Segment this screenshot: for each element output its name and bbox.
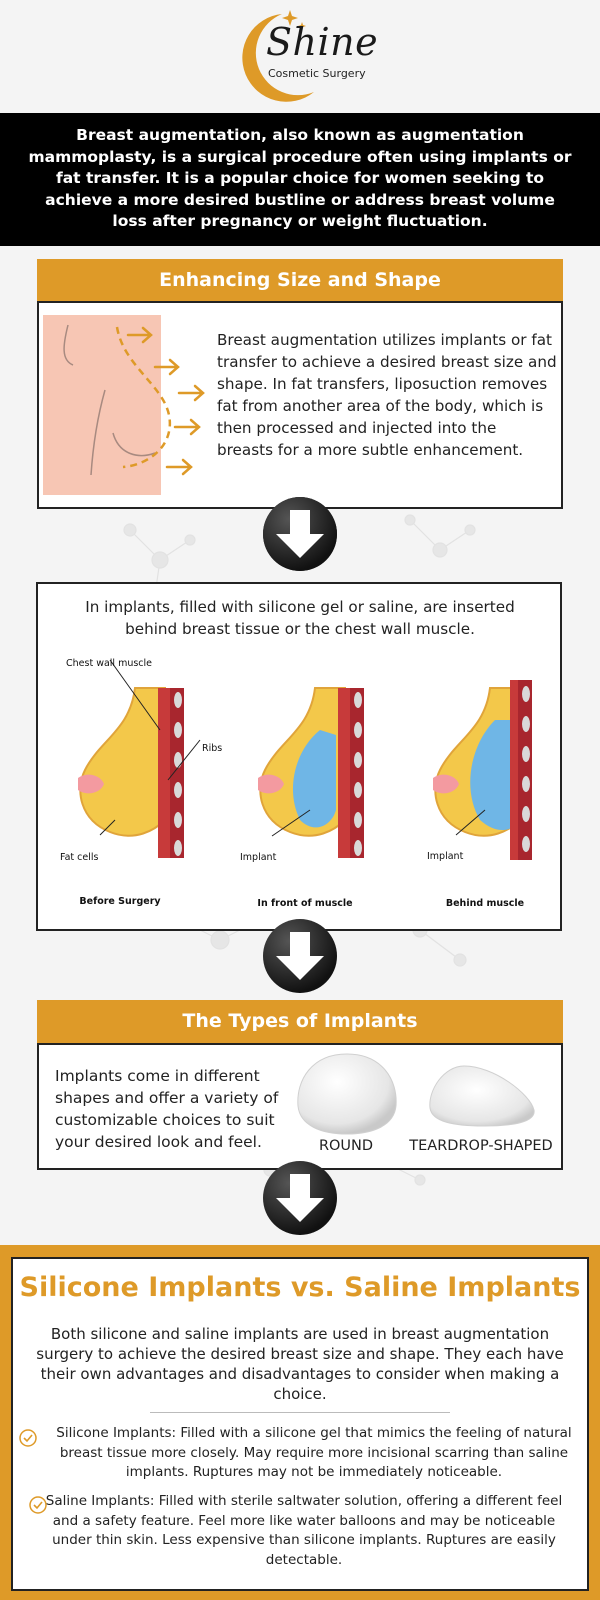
bullet-silicone: Silicone Implants: Filled with a silicon…: [56, 1425, 572, 1480]
label-implant-behind: Implant: [427, 851, 464, 862]
shape-label-teardrop: TEARDROP-SHAPED: [409, 1138, 553, 1154]
comparison-section-box: [11, 1257, 589, 1591]
teardrop-implant-image: [429, 1065, 535, 1127]
section-title-types: The Types of Implants: [37, 1000, 563, 1043]
label-ribs: Ribs: [202, 743, 223, 754]
label-implant-front: Implant: [240, 852, 277, 863]
checkmark-circle-icon: [19, 1429, 37, 1447]
caption-behind-muscle: Behind muscle: [445, 898, 525, 909]
comparison-intro-text: Both silicone and saline implants are us…: [36, 1325, 564, 1403]
caption-before-surgery: Before Surgery: [79, 896, 161, 907]
section-title-enhancing: Enhancing Size and Shape: [37, 259, 563, 301]
section-text-enhancing: Breast augmentation utilizes implants or…: [217, 331, 557, 459]
divider: [150, 1412, 450, 1413]
round-implant-image: [297, 1053, 397, 1135]
label-chest-wall-muscle: Chest wall muscle: [66, 658, 153, 669]
logo-subtitle: Cosmetic Surgery: [268, 67, 366, 80]
crescent-moon-icon: [242, 10, 314, 102]
before-surgery-illustration: [78, 687, 184, 858]
section-text-implant-placement: In implants, filled with silicone gel or…: [85, 598, 515, 638]
logo-name: Shine: [266, 20, 379, 64]
comparison-title: Silicone Implants vs. Saline Implants: [19, 1272, 581, 1303]
bullet-saline: Saline Implants: Filled with sterile sal…: [45, 1493, 563, 1568]
arrow-down-icon: [263, 1161, 337, 1235]
header-logo: Shine Cosmetic Surgery: [0, 0, 600, 112]
implant-placement-diagram: [78, 660, 532, 860]
caption-in-front-of-muscle: In front of muscle: [257, 898, 353, 909]
arrow-down-icon: [263, 919, 337, 993]
arrow-down-icon: [263, 497, 337, 571]
breast-profile-illustration: [43, 315, 205, 495]
checkmark-circle-icon: [29, 1496, 47, 1514]
section-text-types: Implants come in different shapes and of…: [55, 1067, 279, 1151]
shape-label-round: ROUND: [318, 1138, 374, 1154]
label-fat-cells: Fat cells: [60, 852, 99, 863]
intro-banner: Breast augmentation, also known as augme…: [0, 113, 600, 246]
